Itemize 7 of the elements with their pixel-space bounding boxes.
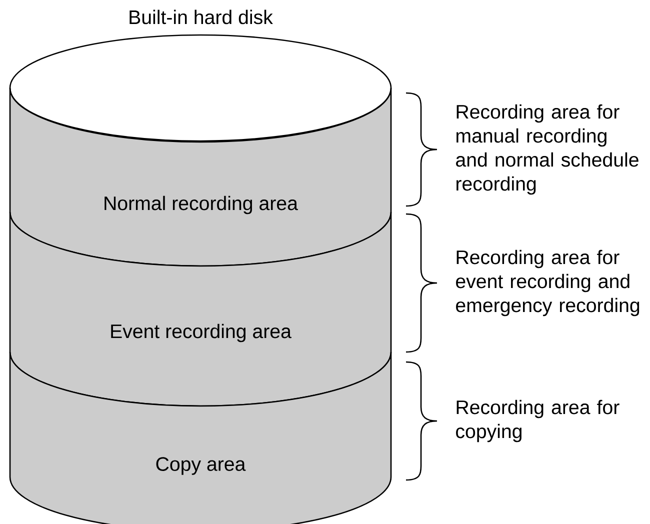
- node-label: Copy area: [156, 457, 246, 475]
- node-label: Built-in hard disk: [130, 10, 273, 24]
- disk-segment: Copy area: [9, 351, 392, 524]
- side-note: Recording area for copying: [456, 400, 620, 442]
- side-note: Recording area for manual recording and normal schedule recording: [456, 104, 638, 195]
- disk-segment: Normal recording area: [9, 87, 392, 267]
- side-note: Recording area for event recording and emergency recording: [456, 250, 640, 316]
